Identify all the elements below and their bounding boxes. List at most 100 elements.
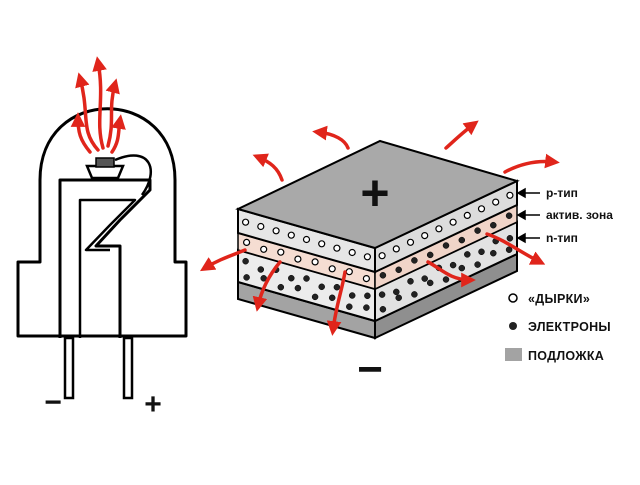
electron-particle (363, 304, 370, 311)
electron-particle (294, 284, 302, 292)
electron-particle (311, 293, 319, 301)
electron-particle (379, 272, 387, 279)
chip-arrow (312, 125, 350, 150)
legend-holes-label: «ДЫРКИ» (528, 292, 590, 306)
legend-substrate-label: ПОДЛОЖКА (528, 349, 604, 363)
legend-electron-marker (509, 322, 517, 330)
hole-particle (449, 218, 457, 226)
hole-particle (378, 252, 386, 260)
chip-arrow (503, 153, 560, 174)
electron-particle (442, 276, 450, 283)
electron-particle (395, 266, 402, 274)
chip-arrow (252, 153, 284, 182)
hole-particle (311, 258, 319, 266)
hole-particle (345, 268, 353, 276)
led-plus-sign: + (144, 388, 162, 421)
led-arrow (110, 114, 126, 154)
hole-particle (242, 218, 250, 226)
led-leg-plus (122, 336, 134, 400)
hole-particle (257, 222, 265, 231)
legend: «ДЫРКИ» ЭЛЕКТРОНЫ ПОДЛОЖКА (505, 292, 611, 363)
electron-particle (478, 248, 485, 256)
hole-particle (328, 265, 336, 273)
electron-particle (348, 292, 356, 299)
electron-particle (505, 212, 513, 219)
electron-particle (506, 235, 514, 242)
chip-arrow (199, 248, 247, 272)
hole-particle (492, 198, 500, 206)
electron-particle (411, 257, 418, 264)
hole-particle (406, 238, 415, 246)
chip-arrow (326, 270, 347, 336)
hole-particle (287, 231, 295, 239)
charge-particles (242, 191, 514, 313)
led-body (16, 107, 188, 400)
electron-particle (442, 242, 450, 249)
led-cathode-post (58, 178, 152, 338)
led-arrow (75, 72, 100, 152)
led-leg-minus (63, 336, 75, 400)
led-arrow (70, 112, 92, 154)
layer-label-n: n-тип (546, 231, 578, 245)
electron-particle (458, 264, 466, 272)
electron-particle (426, 251, 434, 259)
led-die (95, 157, 115, 168)
electron-particle (378, 291, 386, 298)
hole-particle (272, 227, 280, 235)
led-light-arrows (70, 56, 126, 154)
led-minus-sign: − (44, 386, 62, 419)
electron-particle (243, 274, 250, 281)
hole-particle (477, 205, 486, 213)
chip-arrow (485, 232, 546, 265)
hole-particle (294, 255, 302, 263)
electron-particle (333, 283, 341, 291)
chip-plus-sign: + (360, 165, 389, 221)
electron-particle (449, 261, 457, 269)
electron-particle (411, 291, 418, 298)
layer-label-active: актив. зона (546, 208, 613, 222)
electron-particle (318, 283, 325, 291)
electron-particle (393, 288, 400, 296)
electron-particle (490, 221, 497, 229)
electron-particle (379, 306, 387, 313)
hole-particle (277, 248, 285, 256)
electron-particle (395, 294, 402, 302)
chip-top-face (235, 139, 520, 250)
electron-particle (346, 303, 353, 310)
electron-particle (474, 261, 481, 268)
hole-particle (463, 211, 471, 219)
hole-particle (506, 191, 514, 199)
hole-particle (348, 248, 356, 257)
led-arrow (92, 56, 107, 150)
electron-particle (490, 249, 497, 257)
hole-particle (260, 245, 268, 253)
chip-arrow (444, 120, 479, 150)
legend-electrons-label: ЭЛЕКТРОНЫ (528, 320, 611, 334)
hole-particle (243, 238, 251, 246)
legend-substrate-swatch (505, 348, 522, 361)
electron-particle (328, 294, 336, 302)
chip-minus-sign: − (357, 345, 383, 394)
hole-particle (392, 245, 400, 253)
led-inner-post (78, 198, 137, 338)
led-wire (114, 154, 152, 196)
hole-particle (363, 253, 371, 261)
chip-arrow (252, 260, 282, 312)
electron-particle (288, 274, 295, 282)
electron-particle (458, 236, 466, 244)
hole-particle (302, 235, 311, 244)
led-chip (85, 164, 125, 180)
hole-particle (421, 232, 429, 240)
electron-particle (464, 251, 471, 258)
electron-particle (303, 275, 310, 282)
electron-particle (277, 283, 285, 291)
electron-particle (242, 257, 249, 265)
electron-particle (505, 246, 513, 253)
layer-pointers (516, 187, 540, 244)
electron-particle (407, 278, 414, 285)
hole-particle (435, 225, 443, 233)
legend-hole-marker (508, 293, 518, 303)
electron-particle (426, 279, 434, 287)
